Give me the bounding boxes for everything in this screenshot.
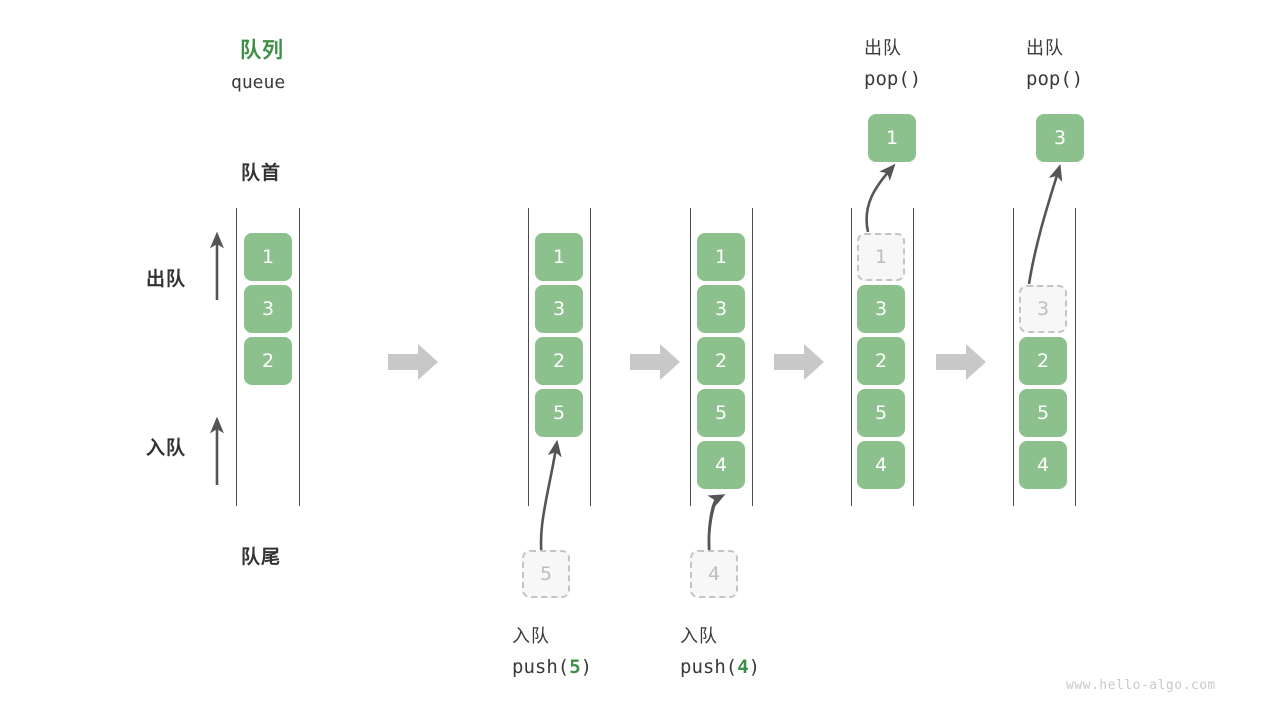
queue-cell: 2 [857,337,905,385]
step-arrow [936,342,988,382]
pop-result-cell: 3 [1036,114,1084,162]
queue-rail-left-5 [1013,208,1014,506]
pop-3-header-code: pop() [1026,68,1084,90]
queue-rail-right-5 [1075,208,1076,506]
step-arrow [388,342,440,382]
push-4-code-arg: 4 [737,656,749,678]
queue-cell: 1 [697,233,745,281]
queue-cell: 2 [535,337,583,385]
queue-cell: 3 [535,285,583,333]
push-4-op-label: 入队 [680,626,718,647]
step-arrow [630,342,682,382]
push-4-code-prefix: push( [680,656,738,678]
queue-rail-right-1 [299,208,300,506]
queue-rail-right-4 [913,208,914,506]
pop-1-header-label: 出队 [864,38,902,59]
queue-cell: 1 [535,233,583,281]
queue-cell: 2 [697,337,745,385]
queue-cell: 2 [244,337,292,385]
pop-3-header-label: 出队 [1026,38,1064,59]
push-5-op-code: push(5) [512,656,592,678]
queue-rail-left-2 [528,208,529,506]
popped-ghost-cell: 3 [1019,285,1067,333]
enqueue-direction-label: 入队 [146,437,187,459]
dequeue-direction-label: 出队 [146,268,187,290]
push-4-code-suffix: ) [748,656,761,678]
popped-ghost-cell: 1 [857,233,905,281]
push-5-arrow [539,439,562,565]
queue-cell: 3 [857,285,905,333]
pending-push-cell: 5 [522,550,570,598]
queue-rail-left-1 [236,208,237,506]
queue-cell: 4 [1019,441,1067,489]
queue-cell: 2 [1019,337,1067,385]
queue-rail-right-2 [590,208,591,506]
pop-result-cell: 1 [868,114,916,162]
queue-rail-left-4 [851,208,852,506]
queue-cell: 4 [697,441,745,489]
queue-cell: 3 [244,285,292,333]
queue-cell: 1 [244,233,292,281]
queue-cell: 4 [857,441,905,489]
queue-rail-left-3 [690,208,691,506]
pending-push-cell: 4 [690,550,738,598]
queue-cell: 5 [857,389,905,437]
queue-cell: 5 [535,389,583,437]
queue-rail-right-3 [752,208,753,506]
push-5-code-suffix: ) [580,656,593,678]
pop-3-arrow [1027,164,1063,285]
pop-1-header-code: pop() [864,68,922,90]
front-label: 队首 [241,162,282,184]
rear-label: 队尾 [241,546,282,568]
step-arrow [774,342,826,382]
page-title: 队列 [240,38,284,62]
watermark: www.hello-algo.com [1066,678,1216,693]
push-5-code-arg: 5 [569,656,581,678]
pop-1-arrow [865,163,896,233]
queue-cell: 5 [697,389,745,437]
queue-cell: 3 [697,285,745,333]
page-title-en: queue [231,72,286,93]
queue-cell: 5 [1019,389,1067,437]
push-5-code-prefix: push( [512,656,570,678]
push-4-op-code: push(4) [680,656,760,678]
push-5-op-label: 入队 [512,626,550,647]
